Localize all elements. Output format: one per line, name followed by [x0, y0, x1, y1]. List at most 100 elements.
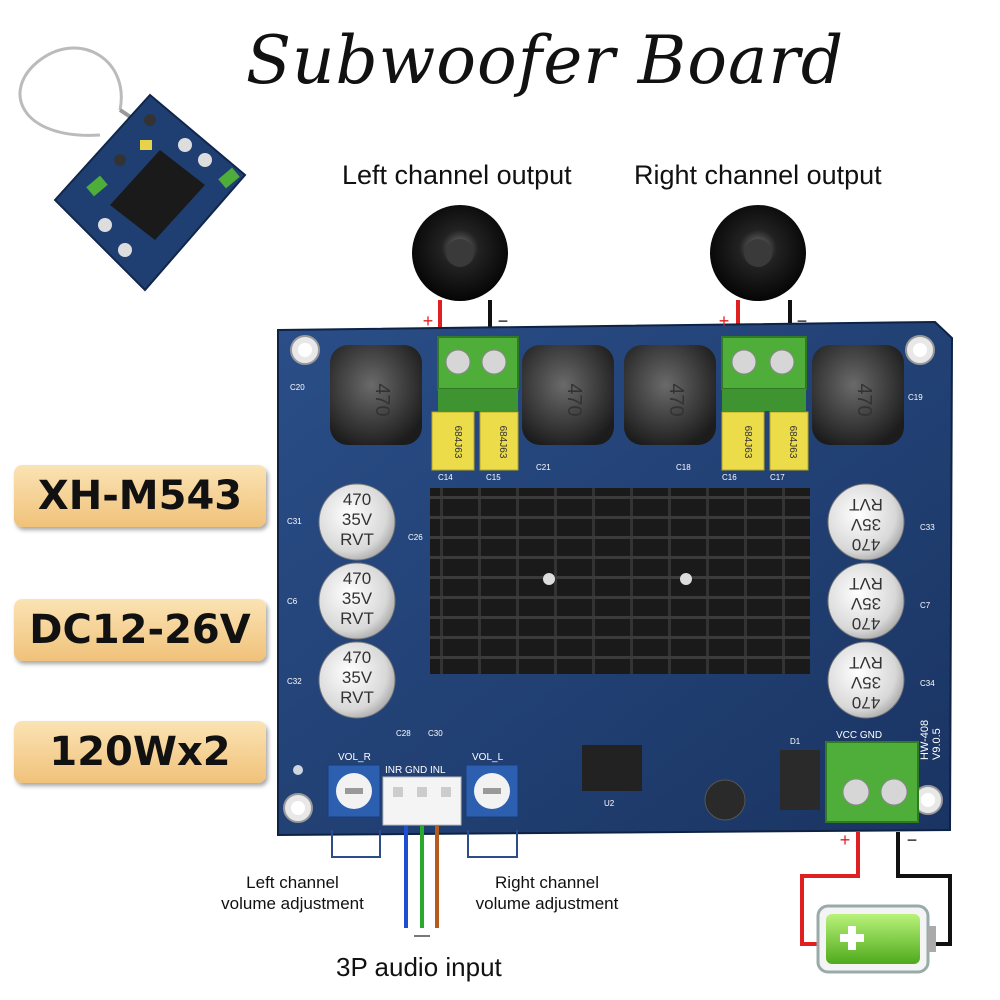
left-output-terminal: [437, 336, 519, 411]
heatsink-fin: [430, 516, 810, 519]
svg-text:470: 470: [852, 614, 880, 633]
heatsink-fin: [430, 536, 810, 539]
svg-text:470: 470: [343, 490, 371, 509]
page-title: Subwoofer Board: [245, 22, 845, 99]
left-output-label: Left channel output: [342, 160, 572, 190]
right-output-label: Right channel output: [634, 160, 882, 190]
svg-text:−: −: [498, 311, 509, 331]
svg-text:470: 470: [563, 383, 585, 416]
svg-text:RVT: RVT: [849, 574, 883, 593]
svg-text:−: −: [797, 311, 808, 331]
heatsink-fin: [430, 616, 810, 619]
svg-text:V9.0.5: V9.0.5: [931, 728, 943, 760]
model-badge: XH-M543: [14, 465, 266, 527]
svg-text:470: 470: [343, 569, 371, 588]
right-speaker-icon: [710, 205, 806, 301]
film-capacitors: [431, 411, 809, 471]
left-speaker-icon: [412, 205, 508, 301]
svg-text:INR GND INL: INR GND INL: [385, 765, 446, 776]
heatsink-groove: [706, 488, 709, 674]
svg-text:35V: 35V: [850, 594, 881, 613]
svg-text:C34: C34: [920, 679, 935, 688]
heatsink-fin: [430, 636, 810, 639]
svg-text:HW-408: HW-408: [919, 720, 931, 760]
svg-text:35V: 35V: [342, 510, 373, 529]
svg-text:35V: 35V: [850, 515, 881, 534]
heatsink-groove: [668, 488, 671, 674]
svg-text:470: 470: [343, 648, 371, 667]
heatsink-groove: [440, 488, 443, 674]
heatsink-groove: [554, 488, 557, 674]
inductors: [330, 345, 904, 445]
polarity-marks: + − + − + −: [423, 311, 918, 850]
audio-input-label: 3P audio input: [336, 952, 502, 982]
svg-text:VOL_L: VOL_L: [472, 752, 504, 763]
svg-text:470: 470: [852, 535, 880, 554]
svg-text:35V: 35V: [850, 673, 881, 692]
battery-wires: [800, 832, 952, 946]
svg-text:U2: U2: [604, 799, 615, 808]
svg-text:C16: C16: [722, 473, 737, 482]
right-volume-label: Right channel volume adjustment: [475, 873, 619, 913]
svg-text:35V: 35V: [342, 589, 373, 608]
heatsink-groove: [592, 488, 595, 674]
heatsink-groove: [782, 488, 785, 674]
svg-text:D1: D1: [790, 737, 801, 746]
svg-text:RVT: RVT: [849, 653, 883, 672]
svg-text:C7: C7: [920, 601, 931, 610]
heatsink-groove: [478, 488, 481, 674]
svg-text:684J63: 684J63: [497, 426, 508, 459]
svg-text:C6: C6: [287, 597, 298, 606]
audio-input-connector: [382, 776, 462, 826]
audio-input-wires: [404, 826, 439, 937]
right-output-terminal: [721, 336, 807, 411]
svg-text:C19: C19: [908, 393, 923, 402]
svg-text:+: +: [840, 830, 851, 850]
svg-text:C14: C14: [438, 473, 453, 482]
svg-text:35V: 35V: [342, 668, 373, 687]
svg-text:470: 470: [852, 693, 880, 712]
power-badge: 120Wx2: [14, 721, 266, 783]
svg-text:VOL_R: VOL_R: [338, 752, 371, 763]
heatsink-fin: [430, 596, 810, 599]
svg-text:C20: C20: [290, 383, 305, 392]
svg-text:C18: C18: [676, 463, 691, 472]
battery-icon: [816, 904, 936, 974]
volume-brackets: [331, 830, 518, 858]
svg-text:RVT: RVT: [340, 609, 374, 628]
svg-text:C32: C32: [287, 677, 302, 686]
svg-text:RVT: RVT: [340, 530, 374, 549]
svg-text:C17: C17: [770, 473, 785, 482]
voltage-badge: DC12-26V: [14, 599, 266, 661]
heatsink-groove: [744, 488, 747, 674]
svg-text:−: −: [907, 830, 918, 850]
svg-text:C15: C15: [486, 473, 501, 482]
svg-text:684J63: 684J63: [452, 426, 463, 459]
heatsink: [430, 488, 810, 674]
svg-text:RVT: RVT: [849, 495, 883, 514]
svg-text:+: +: [719, 311, 730, 331]
heatsink-groove: [516, 488, 519, 674]
svg-text:C30: C30: [428, 729, 443, 738]
diode-d1: [780, 750, 820, 810]
heatsink-fin: [430, 656, 810, 659]
svg-text:684J63: 684J63: [787, 426, 798, 459]
svg-text:VCC GND: VCC GND: [836, 730, 882, 741]
electrolytic-capacitors: [318, 483, 905, 719]
heatsink-fin: [430, 496, 810, 499]
svg-text:RVT: RVT: [340, 688, 374, 707]
svg-text:470: 470: [853, 383, 875, 416]
left-volume-knob: [327, 764, 381, 818]
svg-text:C31: C31: [287, 517, 302, 526]
heatsink-fin: [430, 556, 810, 559]
svg-text:+: +: [423, 311, 434, 331]
power-terminal: [825, 741, 919, 823]
board-printing: 470 470 470 470 684J63 684J63 684J63 684…: [287, 383, 943, 808]
svg-text:684J63: 684J63: [742, 426, 753, 459]
heatsink-groove: [630, 488, 633, 674]
svg-text:470: 470: [371, 383, 393, 416]
right-volume-knob: [465, 764, 519, 818]
left-volume-label: Left channel volume adjustment: [221, 873, 364, 913]
heatsink-fin: [430, 576, 810, 579]
